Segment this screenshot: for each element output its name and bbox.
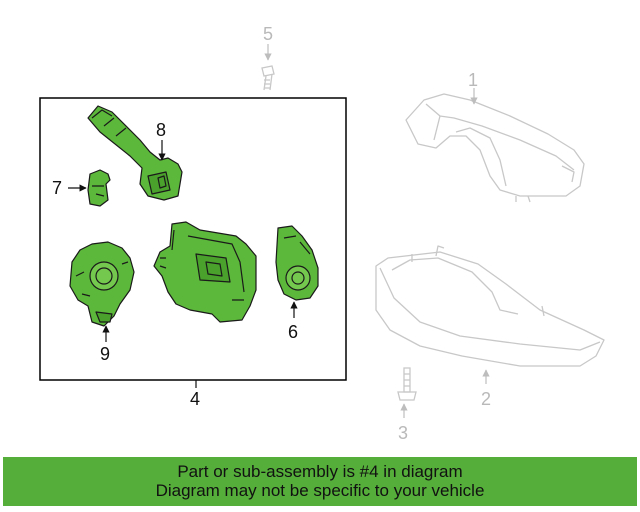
assembly-box xyxy=(39,97,347,381)
part-4-main-module[interactable] xyxy=(153,221,257,323)
callout-6: 6 xyxy=(288,322,298,342)
banner-line-1: Part or sub-assembly is #4 in diagram xyxy=(177,462,463,481)
part-7-sensor[interactable] xyxy=(87,169,111,207)
callout-9: 9 xyxy=(100,344,110,364)
callout-2: 2 xyxy=(481,389,491,409)
part-8-lever-switch[interactable] xyxy=(87,105,183,201)
callout-4: 4 xyxy=(190,389,200,409)
part-3-bolt[interactable] xyxy=(397,367,417,401)
leader-lines xyxy=(68,44,490,418)
callout-5: 5 xyxy=(263,24,273,44)
callout-7: 7 xyxy=(52,178,62,198)
callout-3: 3 xyxy=(398,423,408,443)
callout-8: 8 xyxy=(156,120,166,140)
part-2-lower-shroud[interactable] xyxy=(375,245,605,367)
info-banner: Part or sub-assembly is #4 in diagram Di… xyxy=(3,457,637,506)
part-1-upper-shroud[interactable] xyxy=(405,93,585,203)
part-9-clockspring[interactable] xyxy=(69,241,135,327)
parts-diagram: 1 2 3 4 5 6 7 8 9 xyxy=(39,24,605,443)
banner-line-2: Diagram may not be specific to your vehi… xyxy=(155,481,485,500)
callout-1: 1 xyxy=(468,70,478,90)
part-5-bolt[interactable] xyxy=(261,65,275,91)
part-6-angle-sensor[interactable] xyxy=(275,225,319,301)
